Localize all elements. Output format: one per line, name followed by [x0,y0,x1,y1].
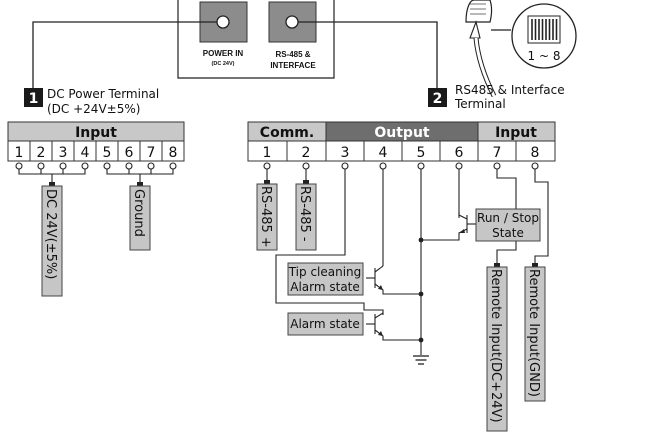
t1-pin-8: 8 [169,145,178,161]
terminal1-block: Input 1 2 3 4 5 6 7 8 [7,121,185,186]
t1-pin-6: 6 [125,145,134,161]
tag-ground-text: Ground [131,189,146,237]
rs485-wire [298,21,438,88]
t2-pin-5: 5 [417,145,426,161]
power-in-label: POWER IN [203,49,244,58]
t2-pin-7: 7 [493,145,502,161]
t1-pin-2: 2 [37,145,46,161]
tag-rs485-minus [295,183,317,251]
terminal2-badge [428,88,447,107]
pin-contacts-icon [527,15,561,44]
terminal1-badge [24,88,43,107]
connector-panel: POWER IN (DC 24V) RS-485 & INTERFACE [177,0,335,79]
tag-rs485-plus-text: RS-485 + [258,186,273,248]
tag-dc-24v [41,185,63,297]
tag-run-stop-line1: Run / Stop [477,211,539,225]
tag-run-stop-line2: State [492,226,524,240]
terminal2-badge-number: 2 [433,91,443,107]
power-in-socket [216,15,230,29]
terminal1-badge-number: 1 [29,91,39,107]
t2-pin-3: 3 [341,145,350,161]
t1-pin-1: 1 [15,145,24,161]
tag-remote-input-gnd-text: Remote Input(GND) [526,269,541,397]
terminal1-header: Input [75,125,117,141]
power-wire [32,21,217,88]
tag-tip-cleaning-line1: Tip cleaning [288,265,362,279]
rs485-socket [285,15,299,29]
tag-rs485-minus-text: RS-485 - [297,186,312,242]
tag-alarm-state [287,312,364,336]
t1-pin-5: 5 [103,145,112,161]
tag-run-stop [475,208,541,242]
t2-pin-2: 2 [302,145,311,161]
t2-pin-1: 1 [263,145,272,161]
t2-pin-6: 6 [455,145,464,161]
terminal2-header-input: Input [495,125,537,141]
cable-pins-label: 1 ~ 8 [528,49,561,63]
t2-pin-4: 4 [379,145,388,161]
terminal1-title-line1: DC Power Terminal [47,87,159,101]
tag-ground [129,185,151,251]
ground-icon [413,355,429,365]
terminal2-title-line2: Terminal [454,97,506,111]
t1-pin-7: 7 [147,145,156,161]
cable-plug-icon: 1 ~ 8 [465,0,577,98]
rs485-label-line1: RS-485 & [275,50,310,59]
terminal2-block: Comm. Output Input 1 2 3 4 5 6 7 8 [247,121,556,170]
tag-remote-input-24v [486,266,508,432]
power-in-sublabel: (DC 24V) [212,61,235,67]
tag-remote-input-24v-text: Remote Input(DC+24V) [488,269,503,423]
tag-remote-input-gnd [524,266,546,402]
terminal2-header-output: Output [374,125,430,141]
rs485-label-line2: INTERFACE [270,61,316,70]
terminal2-title-line1: RS485 & Interface [455,83,565,97]
tag-tip-cleaning [287,262,364,296]
t2-pin-8: 8 [531,145,540,161]
tag-dc-24v-text: DC 24V(±5%) [43,189,58,279]
terminal2-header-comm: Comm. [260,125,314,141]
tag-rs485-plus [256,183,278,251]
t1-pin-3: 3 [59,145,68,161]
t1-pin-4: 4 [81,145,90,161]
tag-tip-cleaning-line2: Alarm state [290,280,360,294]
tag-alarm-state-text: Alarm state [290,317,360,331]
terminal1-title-line2: (DC +24V±5%) [47,102,140,116]
